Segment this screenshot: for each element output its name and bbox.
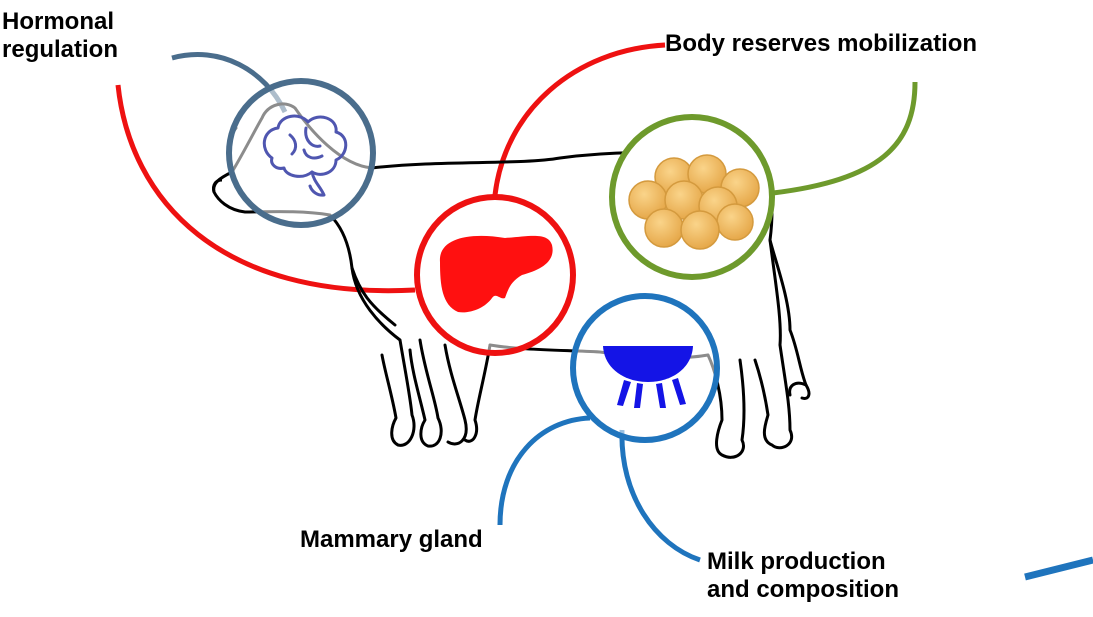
body-reserves-text: Body reserves mobilization xyxy=(665,30,977,58)
hormonal-regulation-label: Hormonal regulation xyxy=(2,8,118,64)
blue-line-fragment xyxy=(1025,560,1093,577)
mammary-connector-line xyxy=(500,418,590,525)
hormonal-label-line1: Hormonal xyxy=(2,8,118,36)
body-reserves-label: Body reserves mobilization xyxy=(665,30,977,58)
milk-label-line1: Milk production xyxy=(707,548,899,576)
mammary-text: Mammary gland xyxy=(300,526,483,554)
mammary-gland-label: Mammary gland xyxy=(300,526,483,554)
hormonal-regulation-circle xyxy=(229,81,373,225)
milk-production-label: Milk production and composition xyxy=(707,548,899,604)
milk-connector-line xyxy=(622,430,700,560)
hormonal-label-line2: regulation xyxy=(2,36,118,64)
milk-label-line2: and composition xyxy=(707,576,899,604)
fat-connector-line xyxy=(773,82,915,193)
cow-mouth xyxy=(213,180,222,192)
